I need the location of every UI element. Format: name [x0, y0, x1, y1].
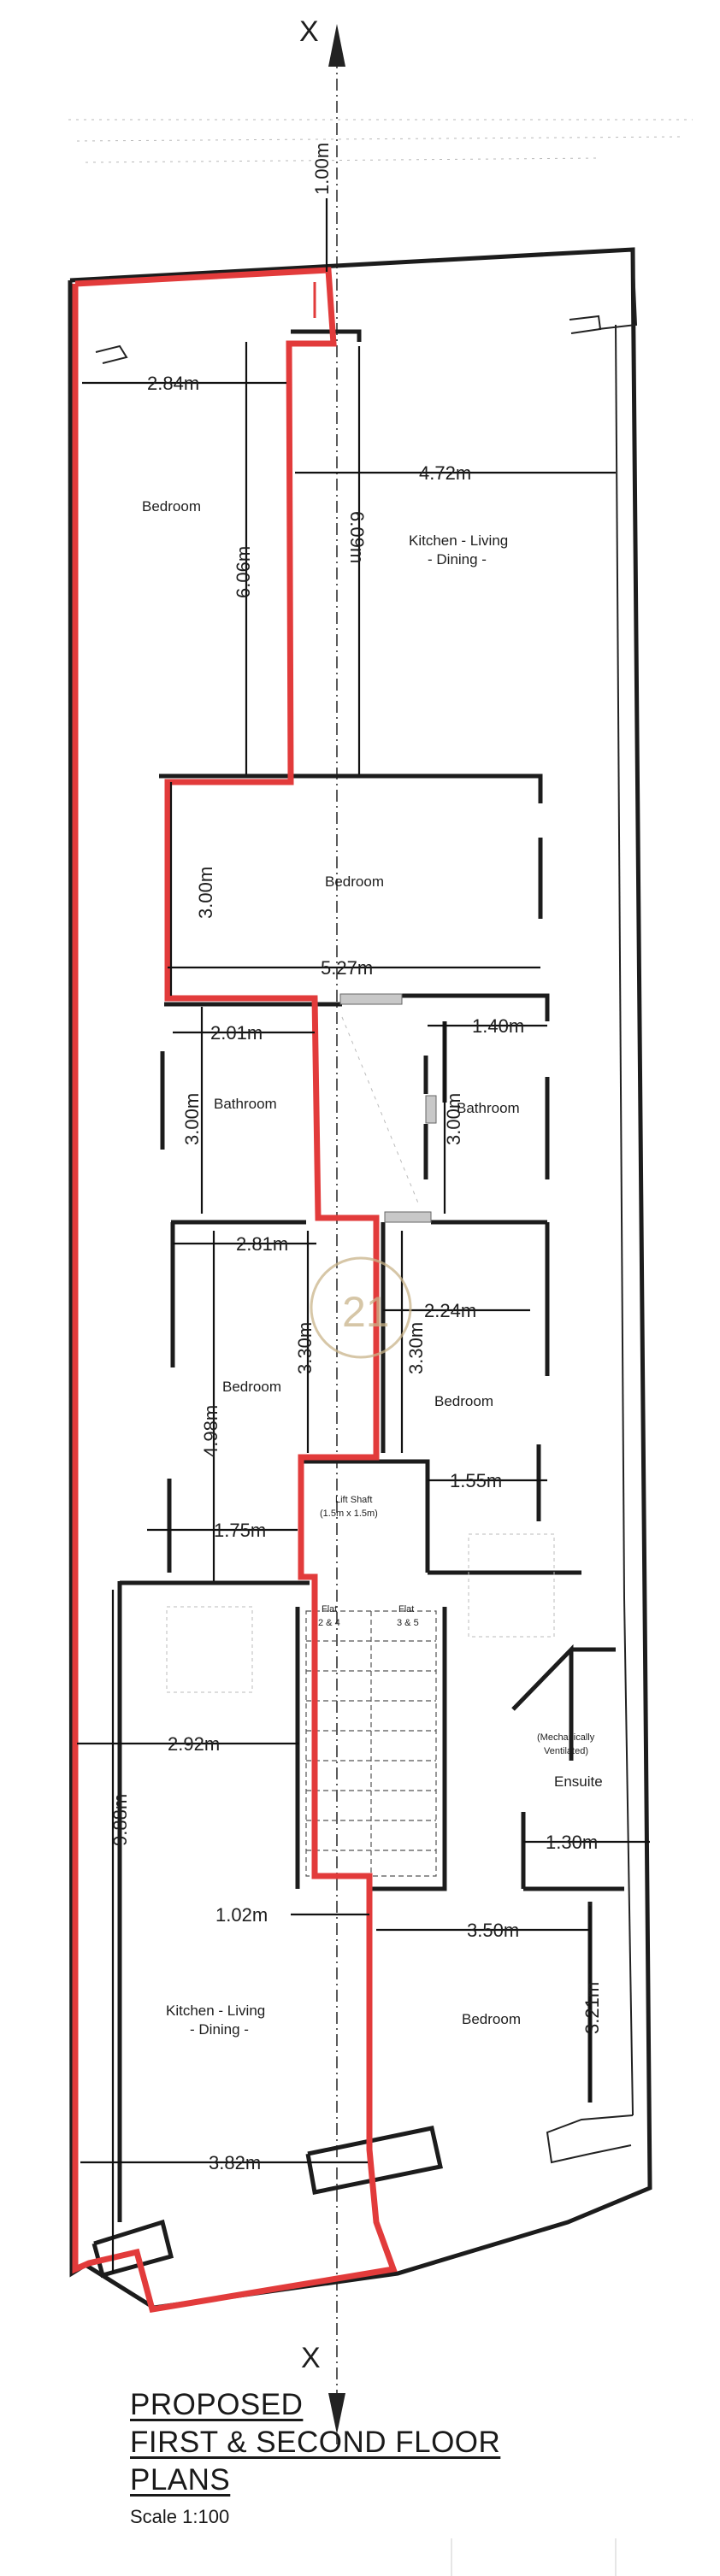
label-flat-right: Flat	[398, 1604, 414, 1614]
label-flat-left: Flat	[322, 1604, 337, 1614]
ensuite-ventilation-note: (Mechanically	[537, 1732, 595, 1743]
dim-bathroom-1-width: 2.01m	[210, 1022, 263, 1044]
interior-walls	[91, 329, 624, 2279]
red-boundary-outline	[72, 267, 398, 2313]
label-flat-right-units: 3 & 5	[397, 1618, 419, 1628]
axis-arrow-top-icon	[328, 24, 345, 67]
dim-bedroom-3-inner: 3.30m	[294, 1322, 316, 1374]
plan-title-line-2: FIRST & SECOND FLOOR	[130, 2426, 501, 2459]
plan-scale: Scale 1:100	[130, 2506, 230, 2527]
dim-kitchen-2-lower-width: 3.82m	[209, 2152, 261, 2173]
dim-bedroom-2-length: 3.00m	[195, 867, 216, 919]
dim-bedroom-4-length: 3.30m	[405, 1322, 427, 1374]
staircase	[305, 1610, 437, 1877]
axis-label-bottom: X	[301, 2342, 321, 2374]
survey-line	[85, 157, 599, 163]
room-label-bedroom-5: Bedroom	[462, 2011, 521, 2027]
slab-hatch	[384, 1211, 432, 1223]
furniture-outline	[166, 1606, 253, 1693]
dim-bathroom-2-width: 1.40m	[472, 1015, 524, 1037]
axis-label-top: X	[299, 15, 319, 48]
label-flat-left-units: 2 & 4	[318, 1618, 340, 1628]
dim-lift-right: 1.55m	[450, 1470, 502, 1491]
room-label-lift-shaft: Lift Shaft	[335, 1495, 372, 1505]
dim-bedroom-5-length: 3.21m	[581, 1982, 603, 2034]
axis-arrow-bottom-icon	[328, 2393, 345, 2434]
watermark-text: 21	[342, 1288, 390, 1336]
dim-stair-width: 1.02m	[215, 1904, 268, 1926]
room-label-kitchen-1-sub: - Dining -	[428, 551, 487, 568]
door-swing-line	[341, 1016, 420, 1206]
watermark-logo: 21	[310, 1256, 412, 1359]
dim-ensuite-width: 1.30m	[546, 1832, 598, 1853]
ensuite-ventilation-note-2: Ventilated)	[544, 1746, 588, 1756]
dim-bedroom-5-width: 3.50m	[467, 1920, 519, 1941]
room-label-kitchen-2-sub: - Dining -	[190, 2021, 249, 2038]
survey-line	[76, 136, 685, 142]
dim-kitchen-1-length: 6.09m	[346, 511, 368, 563]
furniture-outline	[468, 1533, 555, 1638]
dim-kitchen-2-length: 9.88m	[109, 1794, 131, 1846]
room-label-lift-shaft-size: (1.5m x 1.5m)	[320, 1509, 378, 1519]
plan-title-line-3: PLANS	[130, 2463, 231, 2497]
dimension-lines	[77, 198, 650, 2273]
room-label-bedroom-4: Bedroom	[434, 1393, 493, 1409]
room-label-bathroom-1: Bathroom	[214, 1096, 277, 1112]
dim-bedroom-3-width: 2.81m	[236, 1233, 288, 1255]
plan-title-line-1: PROPOSED	[130, 2388, 304, 2421]
dim-bedroom-4-width: 2.24m	[424, 1300, 476, 1321]
room-label-ensuite: Ensuite	[554, 1773, 603, 1790]
room-label-kitchen-2: Kitchen - Living	[166, 2003, 265, 2019]
slab-hatch	[425, 1095, 437, 1124]
slab-hatch	[339, 993, 403, 1005]
dim-bedroom-2-width: 5.27m	[321, 957, 373, 979]
room-label-kitchen-1: Kitchen - Living	[409, 532, 508, 549]
title-block: PROPOSED FIRST & SECOND FLOOR PLANS Scal…	[130, 2386, 575, 2528]
room-label-bedroom-3: Bedroom	[222, 1379, 281, 1395]
dim-bathroom-2-length: 3.00m	[443, 1093, 464, 1145]
dim-bathroom-1-length: 3.00m	[181, 1093, 203, 1145]
dim-bedroom-1-length: 6.06m	[233, 546, 254, 598]
dim-bedroom-3-length: 4.98m	[200, 1405, 221, 1457]
dim-front-setback: 1.00m	[311, 143, 333, 195]
room-label-bathroom-2: Bathroom	[457, 1100, 520, 1116]
room-label-bedroom-1: Bedroom	[142, 498, 201, 515]
dim-lift-left: 1.75m	[214, 1520, 266, 1541]
room-label-bedroom-2: Bedroom	[325, 873, 384, 890]
dim-kitchen-2-upper-width: 2.92m	[168, 1733, 220, 1755]
dim-bedroom-1-width: 2.84m	[147, 373, 199, 394]
dim-kitchen-1-width: 4.72m	[419, 462, 471, 484]
